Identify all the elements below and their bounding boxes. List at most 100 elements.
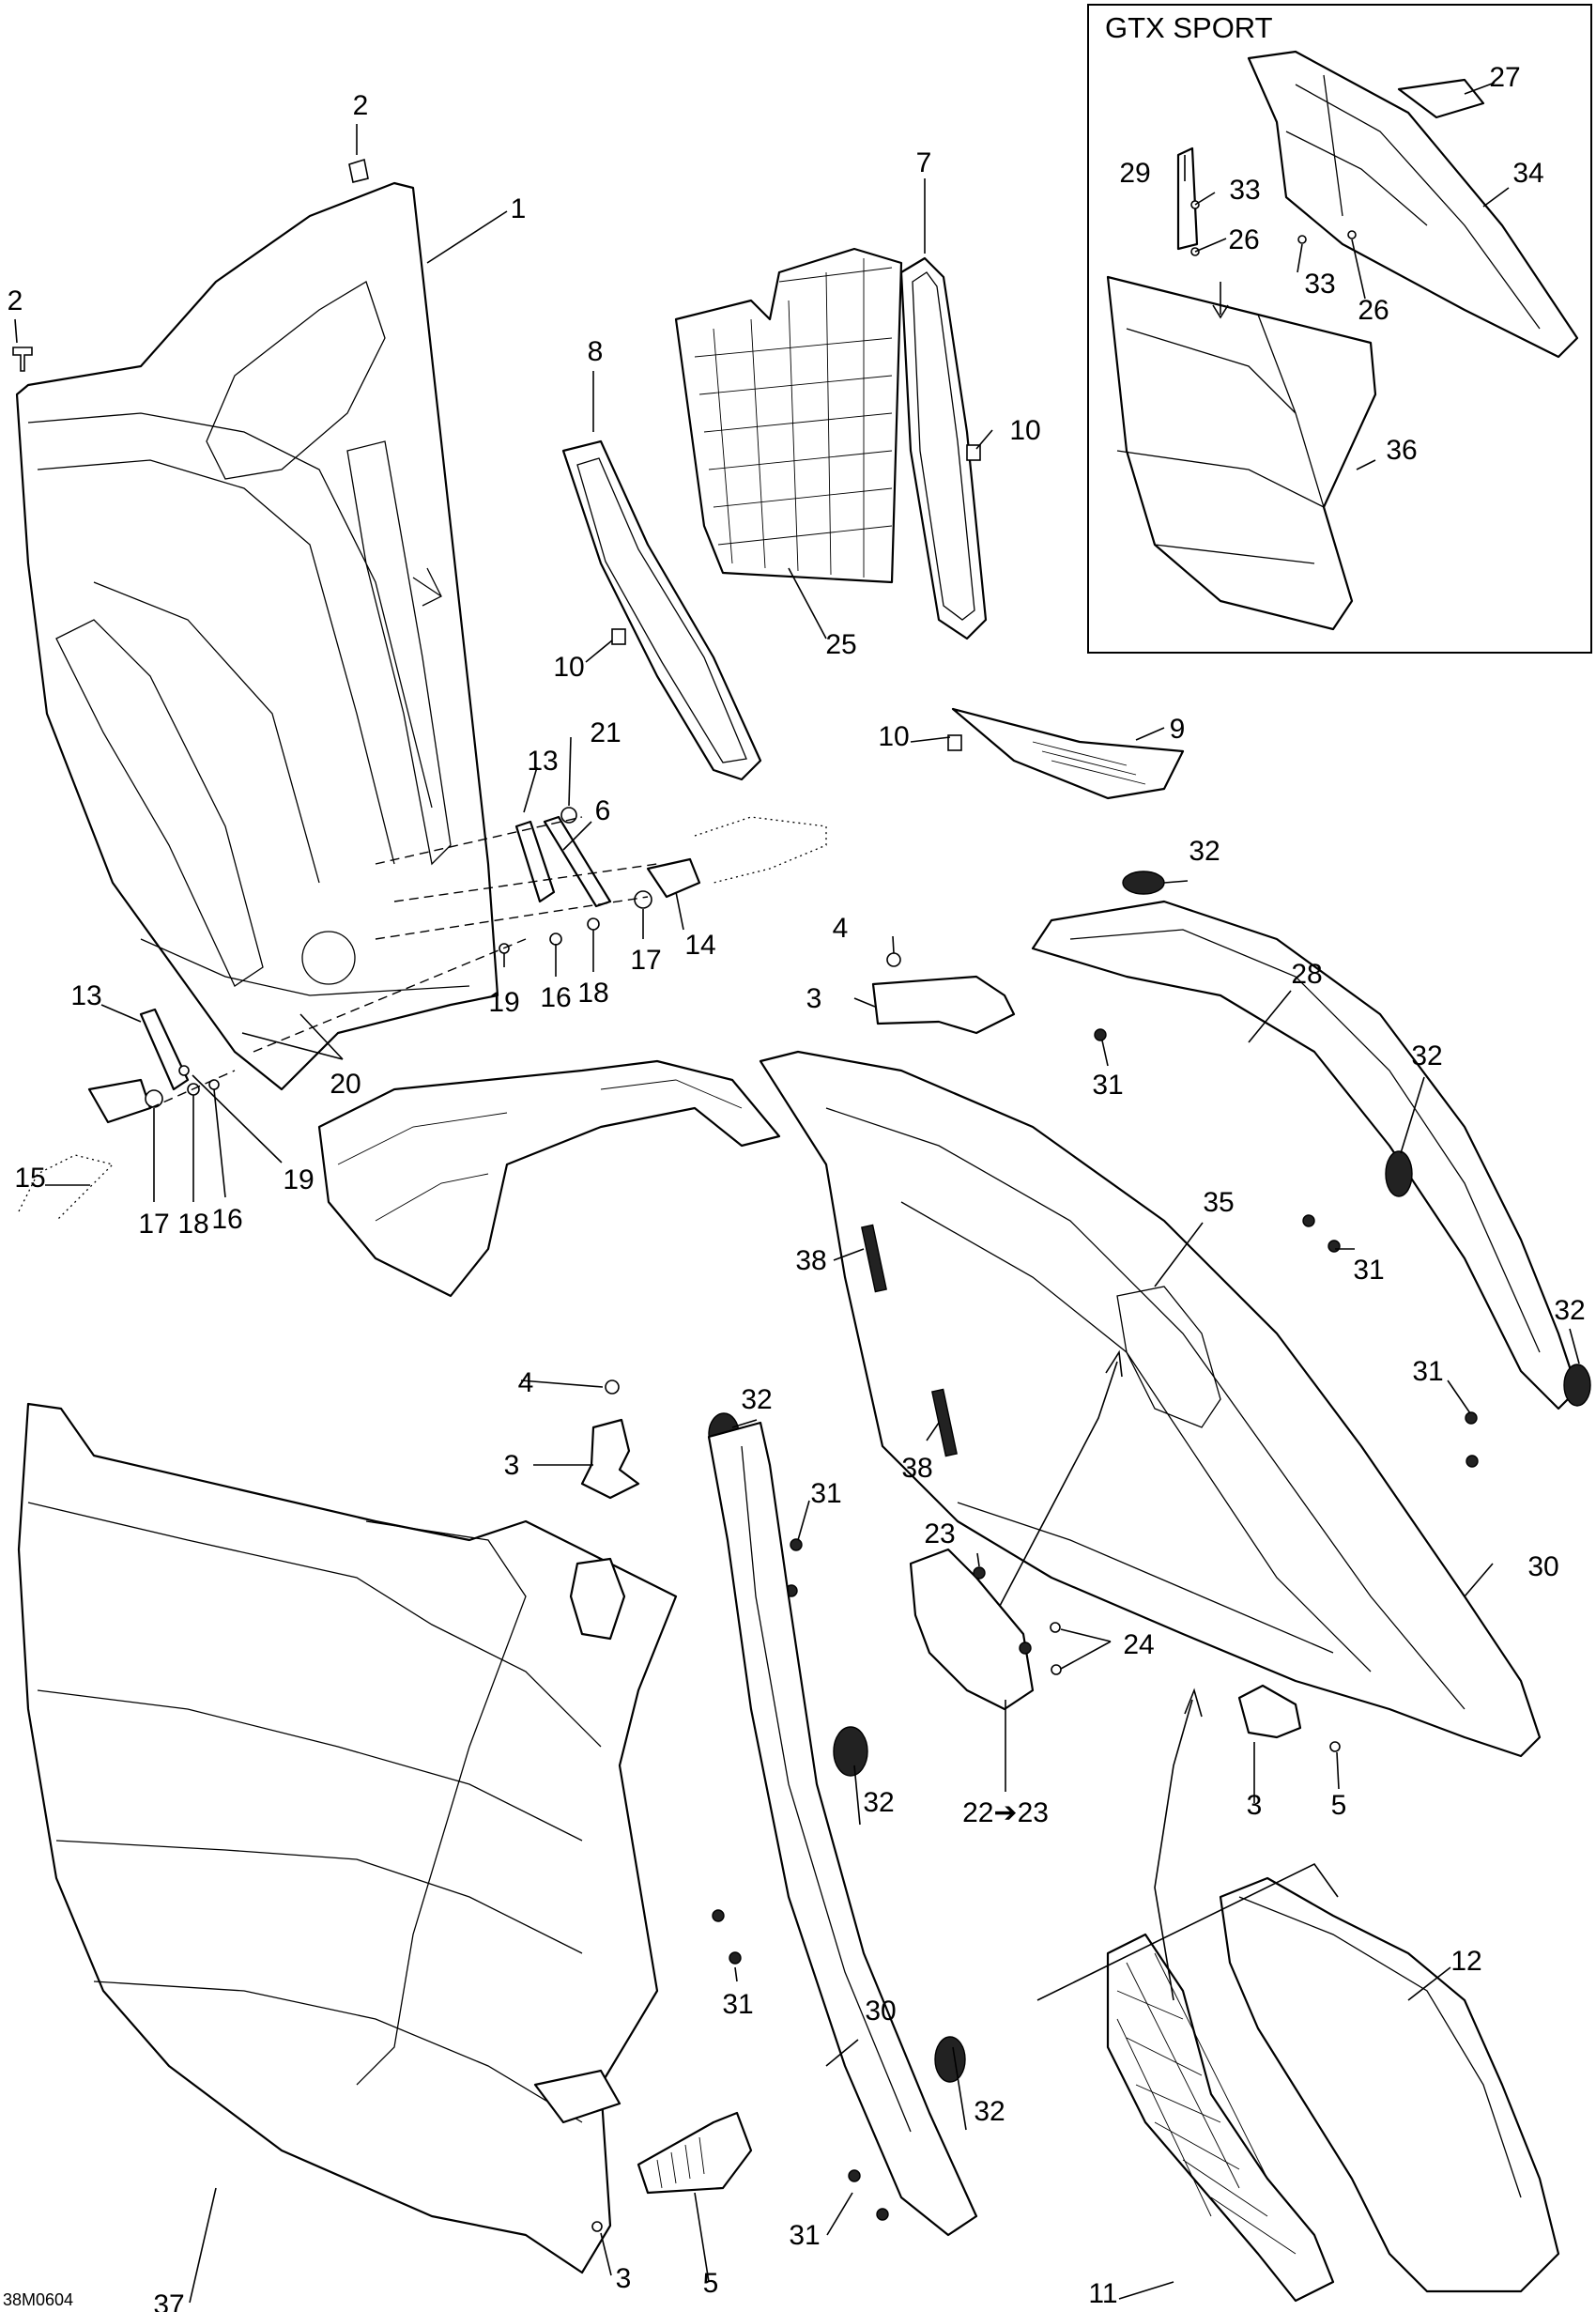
callout-5: 5 — [703, 2268, 719, 2299]
foam-11-texture — [1116, 1952, 1297, 2255]
callout-10: 10 — [878, 721, 909, 752]
inset-title: GTX SPORT — [1105, 11, 1273, 44]
gtx-sport-inset — [1087, 4, 1592, 654]
callout-10: 10 — [553, 652, 584, 683]
callout-1: 1 — [511, 193, 527, 224]
grille-7-inner — [912, 271, 975, 621]
callout-32: 32 — [1189, 836, 1220, 867]
bracket-6 — [543, 815, 612, 908]
callout-31: 31 — [810, 1478, 841, 1509]
handle-5-lower — [591, 2111, 753, 2232]
plug-3-right-body — [1237, 1684, 1302, 1739]
callout-11: 11 — [1088, 2278, 1117, 2309]
nut-23-a — [973, 1566, 986, 1580]
nut-31-a — [1094, 1028, 1107, 1041]
bumper-32-c — [1563, 1364, 1591, 1407]
panel-35-install-arrow — [999, 1349, 1123, 1607]
deck-section-outline — [317, 1059, 781, 1298]
callout-31: 31 — [1412, 1356, 1443, 1387]
callout-23: 23 — [924, 1518, 955, 1549]
callout-17: 17 — [630, 945, 661, 976]
callout-9: 9 — [1170, 714, 1186, 745]
panel-1-body — [15, 181, 499, 1091]
callout-13: 13 — [527, 746, 558, 777]
inset-upper-detail — [1285, 74, 1541, 330]
callout-19: 19 — [488, 987, 519, 1018]
rail-28-edge — [1069, 929, 1541, 1353]
side-panel-37 — [17, 1402, 678, 2274]
callout-10: 10 — [1009, 415, 1040, 446]
bumper-32-a — [1122, 871, 1165, 895]
callout-29: 29 — [1119, 158, 1150, 189]
phantom-hull-right — [694, 816, 827, 884]
rail-30-lower-body — [707, 1421, 978, 2237]
nut-31-d — [1465, 1411, 1478, 1425]
bracket-22 — [909, 1548, 1062, 1711]
clip-2-left — [12, 347, 33, 372]
foam-11-outline — [1106, 1933, 1335, 2303]
rail-30-lower-edge — [741, 1445, 912, 2133]
nut-31-c — [1327, 1240, 1341, 1253]
phantom-deck-section — [317, 1059, 781, 1298]
callout-27: 27 — [1489, 62, 1520, 93]
trim-9-body — [951, 707, 1185, 800]
callout-16: 16 — [540, 982, 571, 1013]
screw-24-a — [1050, 1622, 1061, 1633]
handle-3-upper-body — [871, 975, 1016, 1035]
bumper-32-e — [833, 1726, 868, 1777]
callout-32: 32 — [741, 1384, 772, 1415]
callout-3: 3 — [504, 1450, 520, 1481]
upper-left-panel-assembly — [15, 181, 499, 1091]
callout-4: 4 — [518, 1367, 534, 1398]
screw-3-lower — [591, 2221, 603, 2232]
nut-31-f — [790, 1538, 803, 1551]
callout-15: 15 — [14, 1163, 45, 1194]
callout-32: 32 — [1411, 1040, 1442, 1071]
grille-8-inner — [576, 457, 747, 763]
bracket-hardware — [87, 807, 701, 1124]
callout-38: 38 — [901, 1453, 932, 1484]
callout-26: 26 — [1358, 295, 1389, 326]
panel-35-contour-b — [900, 1201, 1372, 1672]
screw-24-b — [1051, 1664, 1062, 1675]
callout-2: 2 — [353, 90, 369, 121]
nut-31-b — [1302, 1214, 1315, 1227]
callout-13: 13 — [70, 980, 101, 1011]
callout-30: 30 — [1527, 1551, 1558, 1582]
cap-4-middle — [605, 1379, 620, 1395]
foam-bracket-line — [1036, 1862, 1339, 2001]
callout-16: 16 — [211, 1204, 242, 1235]
clip-10-c — [947, 734, 962, 751]
side-panel-35 — [759, 1050, 1542, 1758]
panel-1-window-right — [346, 440, 452, 866]
callout-14: 14 — [684, 930, 715, 961]
callout-3: 3 — [806, 983, 822, 1014]
callout-labels: 1 2 2 3 3 3 3 4 4 5 5 6 7 8 9 10 10 10 1… — [8, 62, 1586, 2312]
screw-5-right — [1329, 1741, 1341, 1752]
strip-38-lower — [931, 1388, 958, 1457]
panel-37-grip — [533, 2069, 622, 2124]
callout-35: 35 — [1203, 1187, 1234, 1218]
trim-9 — [951, 707, 1185, 800]
drawing-code: 38M0604 — [3, 2290, 73, 2309]
handle-5-lower-body — [637, 2111, 753, 2195]
panel-37-contour-c — [55, 1840, 583, 1954]
bracket-13-lower — [139, 1008, 190, 1091]
nut-31-k — [876, 2208, 889, 2221]
panel-37-latch — [569, 1557, 626, 1641]
bracket-13-upper — [514, 820, 556, 903]
mesh-25-outline — [674, 247, 903, 584]
washer-17-upper — [634, 890, 652, 909]
callout-4: 4 — [833, 913, 849, 944]
callout-2: 2 — [8, 285, 23, 316]
nut-23-b — [1019, 1642, 1032, 1655]
callout-31: 31 — [789, 2220, 820, 2251]
mesh-25 — [674, 247, 903, 584]
inset-piece-29 — [1176, 146, 1199, 251]
callout-6: 6 — [595, 795, 611, 826]
callout-31: 31 — [722, 1989, 753, 2020]
panel-37-recess — [356, 1520, 527, 2086]
handle-5-lower-ribs — [656, 2136, 705, 2189]
nut-31-j — [848, 2169, 861, 2182]
panel-35-recess — [1116, 1286, 1221, 1428]
